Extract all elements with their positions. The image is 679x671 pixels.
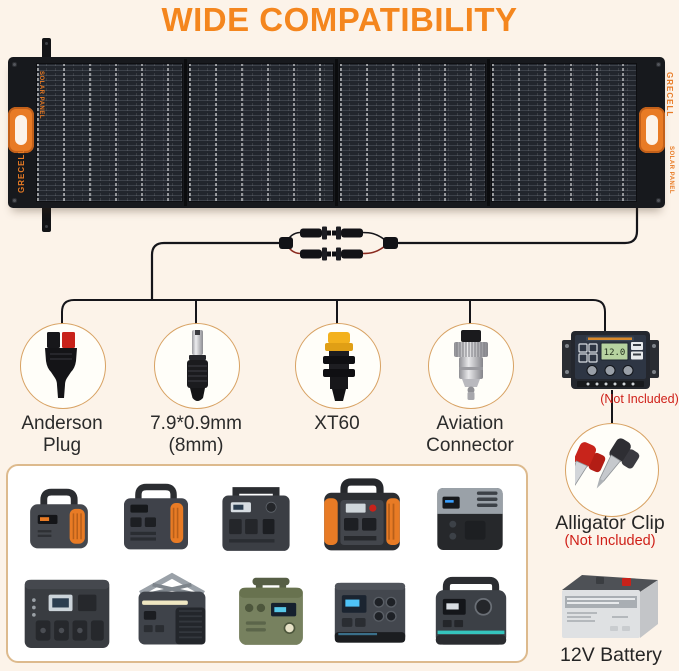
battery (552, 566, 668, 649)
panel-product-label-left: SOLAR PANEL (38, 70, 44, 120)
panel-left-edge: SOLAR PANEL GRECELL (8, 57, 44, 208)
12v-battery-icon (562, 575, 658, 638)
mc4-splitter-icon (279, 226, 398, 261)
power-station-row-1 (12, 468, 522, 563)
panel-right-edge: GRECELL SOLAR PANEL (638, 57, 674, 208)
panel-brand-label-left: GRECELL (17, 147, 26, 193)
power-station-10-icon (436, 576, 507, 645)
power-station-7-icon (138, 572, 206, 645)
panel-brand-label-right: GRECELL (665, 72, 674, 118)
dc-8mm-plug-label: 7.9*0.9mm(8mm) (150, 413, 242, 456)
anderson-plug-circle (20, 323, 106, 409)
page-title: WIDE COMPATIBILITY (161, 1, 518, 38)
charge-controller-icon: 12.0 (562, 331, 659, 389)
power-station-6-icon (24, 579, 109, 648)
power-station-3-icon (222, 487, 290, 551)
panel-product-label-right: SOLAR PANEL (668, 145, 674, 195)
power-station-4-icon (324, 478, 401, 551)
alligator-not-included-note: (Not Included) (564, 533, 656, 549)
alligator-clip-label: Alligator Clip (555, 512, 665, 534)
power-station-8-icon (239, 577, 303, 645)
solar-cell-section-4 (490, 63, 637, 202)
power-station-5-icon (437, 488, 503, 550)
solar-cell-section-2 (187, 63, 334, 202)
alligator-clip-icon (575, 438, 640, 494)
anderson-plug-icon (45, 332, 77, 398)
dc-8mm-plug-icon (187, 330, 208, 401)
aviation-connector-icon (454, 330, 488, 400)
panel-kickstand-bottom (42, 204, 51, 232)
battery-label: 12V Battery (560, 644, 662, 666)
panel-handle-left (8, 107, 34, 153)
xt60-plug-icon (323, 332, 355, 401)
solar-panel: SOLAR PANEL GRECELL GRECELL SOLAR PANEL (8, 57, 674, 208)
aviation-connector-circle (428, 323, 514, 409)
alligator-clip-circle (565, 423, 659, 517)
xt60-plug-label: XT60 (314, 413, 360, 434)
solar-cell-section-3 (339, 63, 486, 202)
power-station-grid (6, 464, 528, 663)
controller-lcd-value: 12.0 (604, 348, 626, 358)
solar-cell-section-1 (36, 63, 183, 202)
controller-not-included-note: (Not Included) (600, 392, 679, 406)
panel-handle-right (639, 107, 665, 153)
power-station-2-icon (123, 483, 188, 550)
xt60-plug-circle (295, 323, 381, 409)
charge-controller: 12.0 (562, 329, 659, 398)
dc-8mm-plug-circle (154, 323, 240, 409)
power-station-row-2 (12, 563, 522, 659)
panel-kickstand-top (42, 38, 51, 60)
power-station-1-icon (30, 488, 89, 549)
power-station-9-icon (334, 582, 406, 643)
